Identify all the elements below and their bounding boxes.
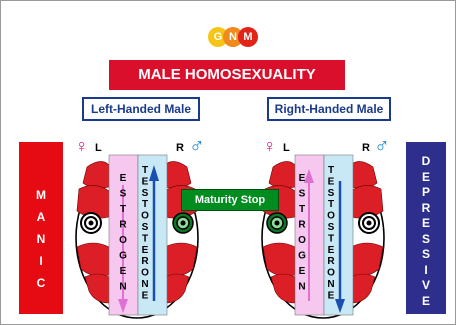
column-letter: E bbox=[120, 173, 127, 184]
column-letter: T bbox=[328, 233, 334, 244]
column-letter: E bbox=[142, 245, 149, 256]
side-letter: S bbox=[406, 232, 446, 248]
column-letter: E bbox=[328, 176, 335, 187]
side-letter: M bbox=[19, 184, 63, 206]
column-letter: T bbox=[120, 204, 126, 215]
side-letter: D bbox=[406, 154, 446, 170]
column-letter: T bbox=[142, 233, 148, 244]
column-letter: R bbox=[298, 220, 306, 231]
side-letter: S bbox=[406, 247, 446, 263]
column-letter: S bbox=[328, 188, 335, 199]
column-letter: S bbox=[328, 222, 335, 233]
side-letter: A bbox=[19, 206, 63, 228]
right-handed-label: Right-Handed Male bbox=[267, 97, 391, 121]
column-letter: S bbox=[142, 222, 149, 233]
side-letter: I bbox=[406, 263, 446, 279]
side-letter: V bbox=[406, 278, 446, 294]
column-letter: R bbox=[327, 256, 335, 267]
column-letter: O bbox=[327, 211, 335, 222]
column-letter: G bbox=[298, 251, 306, 262]
column-letter: R bbox=[119, 220, 127, 231]
left-handed-label: Left-Handed Male bbox=[82, 97, 200, 121]
column-letter: E bbox=[142, 176, 149, 187]
column-letter: T bbox=[328, 199, 334, 210]
column-letter: E bbox=[142, 290, 149, 301]
column-letter: T bbox=[142, 199, 148, 210]
column-letter: O bbox=[141, 268, 149, 279]
page-title: MALE HOMOSEXUALITY bbox=[109, 60, 345, 90]
column-letter: E bbox=[299, 266, 306, 277]
column-letter: T bbox=[142, 165, 148, 176]
column-letter: G bbox=[119, 251, 127, 262]
column-letter: E bbox=[120, 266, 127, 277]
side-letter: E bbox=[406, 216, 446, 232]
column-letter: E bbox=[328, 290, 335, 301]
side-letter: P bbox=[406, 185, 446, 201]
logo-letter-m: M bbox=[238, 27, 258, 47]
column-letter: O bbox=[119, 235, 127, 246]
side-letter: E bbox=[406, 294, 446, 310]
side-letter: C bbox=[19, 272, 63, 294]
column-letter: E bbox=[328, 245, 335, 256]
column-letter: S bbox=[120, 189, 127, 200]
side-letter: E bbox=[406, 170, 446, 186]
column-letter: N bbox=[327, 279, 334, 290]
column-letter: R bbox=[141, 256, 149, 267]
column-letter: O bbox=[298, 235, 306, 246]
side-letter: I bbox=[19, 250, 63, 272]
side-letter: R bbox=[406, 201, 446, 217]
column-letter: N bbox=[141, 279, 148, 290]
column-letter: N bbox=[119, 282, 126, 293]
column-letter: T bbox=[299, 204, 305, 215]
column-letter: O bbox=[327, 268, 335, 279]
column-letter: S bbox=[299, 189, 306, 200]
column-letter: E bbox=[299, 173, 306, 184]
maturity-stop-label: Maturity Stop bbox=[181, 189, 279, 211]
column-letter: S bbox=[142, 188, 149, 199]
side-letter: N bbox=[19, 228, 63, 250]
column-letter: N bbox=[298, 282, 305, 293]
column-letter: O bbox=[141, 211, 149, 222]
column-letter: T bbox=[328, 165, 334, 176]
